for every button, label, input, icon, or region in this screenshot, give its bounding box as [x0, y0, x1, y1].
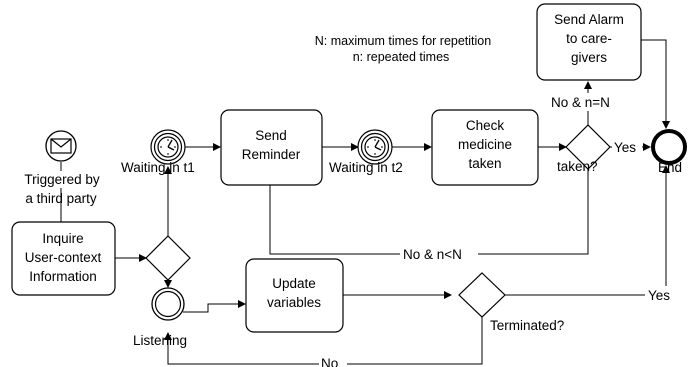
task-send-alarm[interactable]: Send Alarm to care- givers [536, 3, 642, 81]
task-label-line: taken [468, 156, 501, 171]
note-repeated-times: n: repeated times [353, 50, 450, 64]
flow-label-no-max: No & n=N [551, 95, 610, 110]
flow-label-yes-taken: Yes [614, 140, 636, 155]
start-event-label: a third party [25, 191, 97, 206]
listening-outer-circle [151, 287, 185, 321]
end-event-label: End [658, 160, 682, 175]
note-max-times: N: maximum times for repetition [315, 34, 491, 48]
timer2-label: Waiting in t2 [329, 160, 403, 175]
exclusive-gateway-terminated[interactable] [458, 272, 506, 318]
task-label-line: Check [466, 118, 505, 133]
task-label-line: Send [255, 128, 287, 143]
task-box [245, 258, 344, 333]
task-box [536, 3, 642, 81]
task-box [11, 221, 116, 296]
start-event-label: Triggered by [24, 172, 100, 187]
task-label-line: Send Alarm [554, 12, 624, 27]
label-bg-start [14, 171, 110, 188]
flow-alarm-to-end [641, 39, 670, 129]
task-label-line: Update [272, 276, 316, 291]
task-label-line: variables [267, 295, 321, 310]
task-send-reminder[interactable]: Send Reminder [220, 109, 323, 186]
timer1-label: Waiting in t1 [121, 160, 195, 175]
flow-label-no-less: No & n<N [403, 247, 462, 262]
task-label-line: to care- [566, 31, 612, 46]
label-bg-yes-taken [612, 138, 642, 155]
flow-label-yes-terminated: Yes [648, 288, 670, 303]
flow-label-no-terminated: No [321, 356, 338, 367]
task-inquire-user-context[interactable]: Inquire User-context Information [11, 221, 116, 296]
task-label-line: Information [29, 269, 97, 284]
label-bg-yes-terminated [645, 286, 677, 304]
start-message-event[interactable] [45, 130, 77, 162]
task-label-line: User-context [25, 250, 102, 265]
label-bg-no-less [400, 246, 478, 264]
task-box [431, 109, 539, 186]
task-label-line: givers [571, 50, 607, 65]
listening-inner-circle [154, 290, 182, 318]
task-update-variables[interactable]: Update variables [245, 258, 344, 333]
envelope-icon [50, 138, 72, 154]
exclusive-gateway-split[interactable] [145, 235, 191, 281]
timer-inner-circle [360, 132, 390, 162]
label-bg-no-max [549, 93, 617, 111]
timer-inner-circle [153, 132, 183, 162]
task-check-medicine[interactable]: Check medicine taken [431, 109, 539, 186]
gateway-label-terminated: Terminated? [490, 318, 564, 333]
label-bg-no-terminated [319, 356, 347, 367]
timer-event-t1[interactable] [150, 129, 186, 165]
end-event[interactable] [651, 129, 687, 165]
gateway-label-taken: taken? [557, 159, 598, 174]
timer-event-t2[interactable] [357, 129, 393, 165]
flow-listening-to-update [183, 300, 246, 313]
task-label-line: medicine [458, 137, 512, 152]
clock-icon [364, 136, 386, 158]
task-label-line: Reminder [242, 147, 301, 162]
listening-intermediate-event[interactable] [151, 287, 185, 321]
task-box [220, 109, 323, 186]
end-event-circle [651, 129, 687, 165]
listening-label: Listening [133, 333, 187, 348]
exclusive-gateway-taken[interactable] [565, 124, 611, 170]
clock-icon [157, 136, 179, 158]
sequence-flows [57, 39, 670, 365]
task-label-line: Inquire [42, 231, 83, 246]
